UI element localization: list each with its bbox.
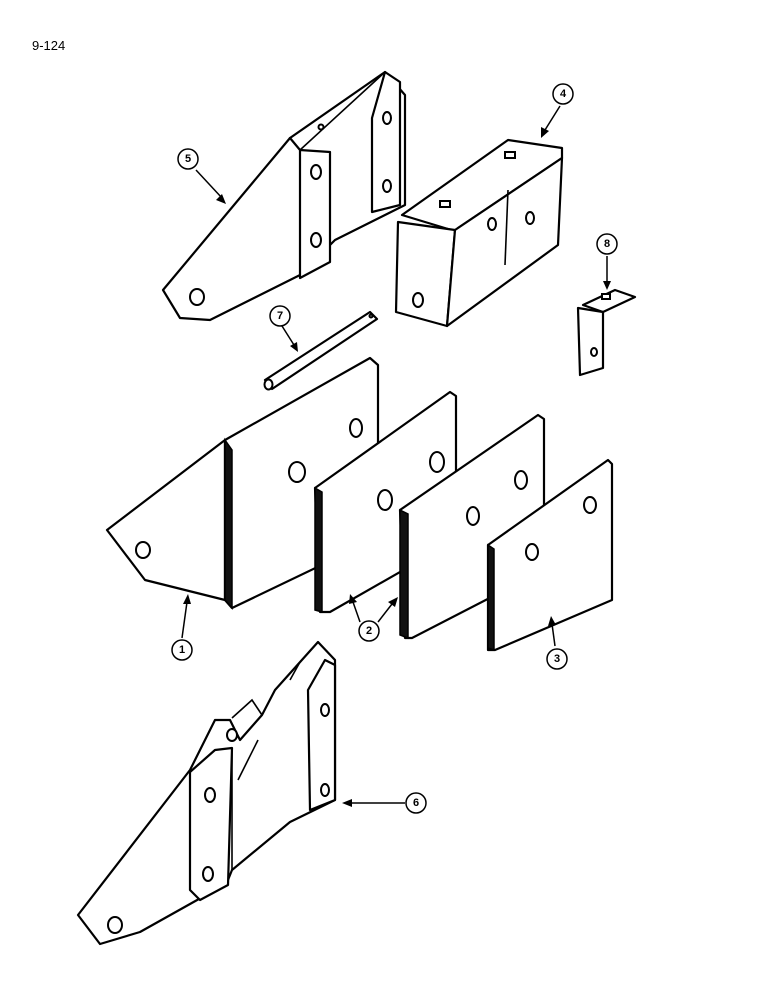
part-3-flat-plate — [486, 458, 614, 652]
callout-1: 1 — [171, 639, 193, 661]
callout-6-label: 6 — [413, 797, 419, 809]
part-7-pin — [263, 310, 379, 391]
callout-8: 8 — [596, 233, 618, 255]
callout-5-label: 5 — [185, 153, 191, 165]
page-number: 9-124 — [32, 38, 66, 53]
callout-4: 4 — [552, 83, 574, 105]
part-5-bracket — [161, 70, 407, 322]
callout-7-label: 7 — [277, 310, 283, 322]
callout-3: 3 — [546, 648, 568, 670]
callout-1-label: 1 — [179, 644, 185, 656]
callout-6: 6 — [405, 792, 427, 814]
callout-5: 5 — [177, 148, 199, 170]
part-4-channel-mount — [394, 138, 564, 328]
callout-4-label: 4 — [560, 88, 567, 100]
callout-8-label: 8 — [604, 238, 610, 250]
callout-2: 2 — [358, 620, 380, 642]
callout-7: 7 — [269, 305, 291, 327]
callout-3-label: 3 — [554, 653, 560, 665]
part-8-angle-clip — [576, 288, 637, 377]
part-6-bottom-bracket — [76, 640, 337, 946]
leader-lines — [181, 105, 611, 807]
callout-2-label: 2 — [366, 625, 372, 637]
